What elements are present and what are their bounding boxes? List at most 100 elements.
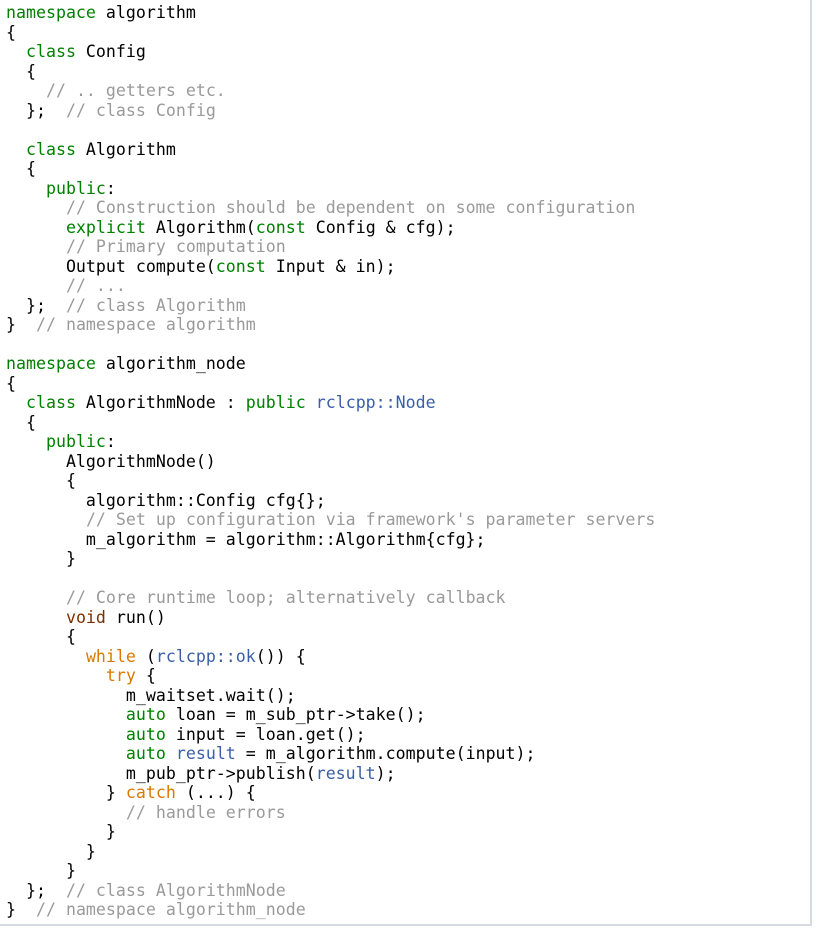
code-line: class Algorithm bbox=[0, 140, 810, 160]
code-token-plain: }; bbox=[6, 880, 66, 900]
code-token-keyword: class bbox=[25, 139, 76, 159]
code-token-plain bbox=[6, 276, 66, 295]
code-line: }; // class Algorithm bbox=[0, 296, 810, 316]
code-line: { bbox=[0, 413, 810, 433]
code-token-plain: AlgorithmNode : bbox=[75, 393, 246, 412]
code-token-plain bbox=[6, 588, 66, 607]
code-token-plain: algorithm::Config cfg{}; bbox=[6, 490, 326, 510]
code-token-plain bbox=[6, 803, 126, 822]
code-line: while (rclcpp::ok()) { bbox=[0, 647, 810, 667]
code-token-plain: m_algorithm = algorithm::Algorithm{cfg}; bbox=[6, 529, 486, 549]
code-line: void run() bbox=[0, 608, 810, 628]
code-token-plain: { bbox=[6, 159, 36, 178]
code-token-plain: Config & cfg); bbox=[305, 217, 456, 237]
code-token-var: result bbox=[175, 744, 236, 763]
code-token-plain: algorithm_node bbox=[95, 354, 246, 373]
code-token-comment: // class Algorithm bbox=[65, 295, 246, 315]
code-line: } bbox=[0, 861, 810, 881]
code-token-var: result bbox=[315, 763, 376, 783]
code-token-flow: try bbox=[105, 666, 136, 685]
code-token-plain: }; bbox=[6, 295, 66, 315]
code-token-plain: (...) { bbox=[175, 783, 256, 802]
code-line: public: bbox=[0, 432, 810, 452]
code-line: namespace algorithm_node bbox=[0, 354, 810, 374]
code-token-plain: Config bbox=[75, 42, 146, 61]
code-token-plain bbox=[6, 744, 126, 763]
code-token-plain: { bbox=[6, 61, 36, 81]
code-line: { bbox=[0, 62, 810, 82]
code-token-plain: Algorithm( bbox=[145, 217, 256, 237]
code-token-plain: ( bbox=[135, 646, 156, 666]
code-token-plain bbox=[6, 666, 106, 685]
code-token-plain bbox=[6, 432, 46, 451]
code-token-plain: } bbox=[6, 549, 76, 568]
code-token-plain: } bbox=[6, 841, 96, 861]
code-token-plain: Input & in); bbox=[265, 256, 396, 276]
code-token-plain bbox=[166, 744, 176, 763]
code-token-plain: Output compute( bbox=[6, 256, 216, 276]
code-line: m_waitset.wait(); bbox=[0, 686, 810, 706]
code-token-plain: : bbox=[105, 432, 116, 451]
code-token-keyword: auto bbox=[125, 744, 166, 763]
code-line: auto input = loan.get(); bbox=[0, 725, 810, 745]
code-token-comment: // handle errors bbox=[125, 802, 286, 822]
code-line: // .. getters etc. bbox=[0, 81, 810, 101]
code-line bbox=[0, 335, 810, 355]
code-token-comment: // Primary computation bbox=[65, 237, 286, 256]
code-line: } catch (...) { bbox=[0, 783, 810, 803]
code-token-plain bbox=[6, 42, 26, 61]
code-token-comment: // namespace algorithm_node bbox=[35, 900, 306, 919]
code-line: }; // class Config bbox=[0, 101, 810, 121]
code-line: try { bbox=[0, 666, 810, 686]
code-token-plain bbox=[6, 608, 66, 627]
code-token-plain bbox=[6, 237, 66, 256]
code-line: m_algorithm = algorithm::Algorithm{cfg}; bbox=[0, 530, 810, 550]
code-token-plain: run() bbox=[105, 607, 166, 627]
code-token-keyword: auto bbox=[125, 705, 166, 724]
code-token-plain bbox=[6, 705, 126, 724]
code-line: { bbox=[0, 159, 810, 179]
code-token-ns: rclcpp::ok bbox=[155, 646, 256, 666]
code-token-plain bbox=[6, 81, 46, 100]
code-line: // handle errors bbox=[0, 803, 810, 823]
code-token-keyword: const bbox=[255, 217, 306, 237]
code-token-plain bbox=[6, 725, 126, 744]
code-token-keyword: namespace bbox=[6, 3, 96, 22]
code-token-plain bbox=[6, 647, 86, 666]
code-line: namespace algorithm bbox=[0, 3, 810, 23]
code-token-comment: // namespace algorithm bbox=[35, 315, 256, 334]
code-token-plain: { bbox=[6, 627, 76, 646]
code-line: { bbox=[0, 374, 810, 394]
code-token-plain: }; bbox=[6, 100, 66, 120]
code-line: { bbox=[0, 471, 810, 491]
code-token-plain: { bbox=[6, 22, 16, 42]
code-token-plain: } bbox=[6, 900, 36, 919]
code-line: // ... bbox=[0, 276, 810, 296]
code-token-comment: // .. getters etc. bbox=[45, 81, 226, 100]
code-line: // Core runtime loop; alternatively call… bbox=[0, 588, 810, 608]
code-token-plain: } bbox=[6, 861, 76, 880]
code-line: auto loan = m_sub_ptr->take(); bbox=[0, 705, 810, 725]
code-token-plain: ()) { bbox=[255, 646, 306, 666]
code-line: public: bbox=[0, 179, 810, 199]
code-token-plain: loan = m_sub_ptr->take(); bbox=[165, 705, 426, 724]
code-token-plain: m_waitset.wait(); bbox=[6, 685, 296, 705]
code-token-comment: // ... bbox=[65, 276, 126, 295]
code-line: } // namespace algorithm bbox=[0, 315, 810, 335]
code-token-plain: input = loan.get(); bbox=[165, 724, 366, 744]
code-token-plain: } bbox=[6, 315, 36, 334]
code-token-keyword: const bbox=[215, 256, 266, 276]
code-token-keyword: explicit bbox=[65, 217, 146, 237]
code-token-comment: // Construction should be dependent on s… bbox=[65, 198, 636, 217]
code-line: algorithm::Config cfg{}; bbox=[0, 491, 810, 511]
code-token-plain: { bbox=[6, 412, 36, 432]
code-line: } bbox=[0, 549, 810, 569]
code-token-plain: { bbox=[6, 373, 16, 393]
code-token-flow: while bbox=[85, 646, 136, 666]
code-line: }; // class AlgorithmNode bbox=[0, 881, 810, 901]
code-line: } // namespace algorithm_node bbox=[0, 900, 810, 920]
code-token-plain: } bbox=[6, 783, 126, 802]
code-token-plain bbox=[6, 179, 46, 198]
code-token-plain: Algorithm bbox=[75, 139, 176, 159]
code-token-plain bbox=[306, 393, 316, 412]
